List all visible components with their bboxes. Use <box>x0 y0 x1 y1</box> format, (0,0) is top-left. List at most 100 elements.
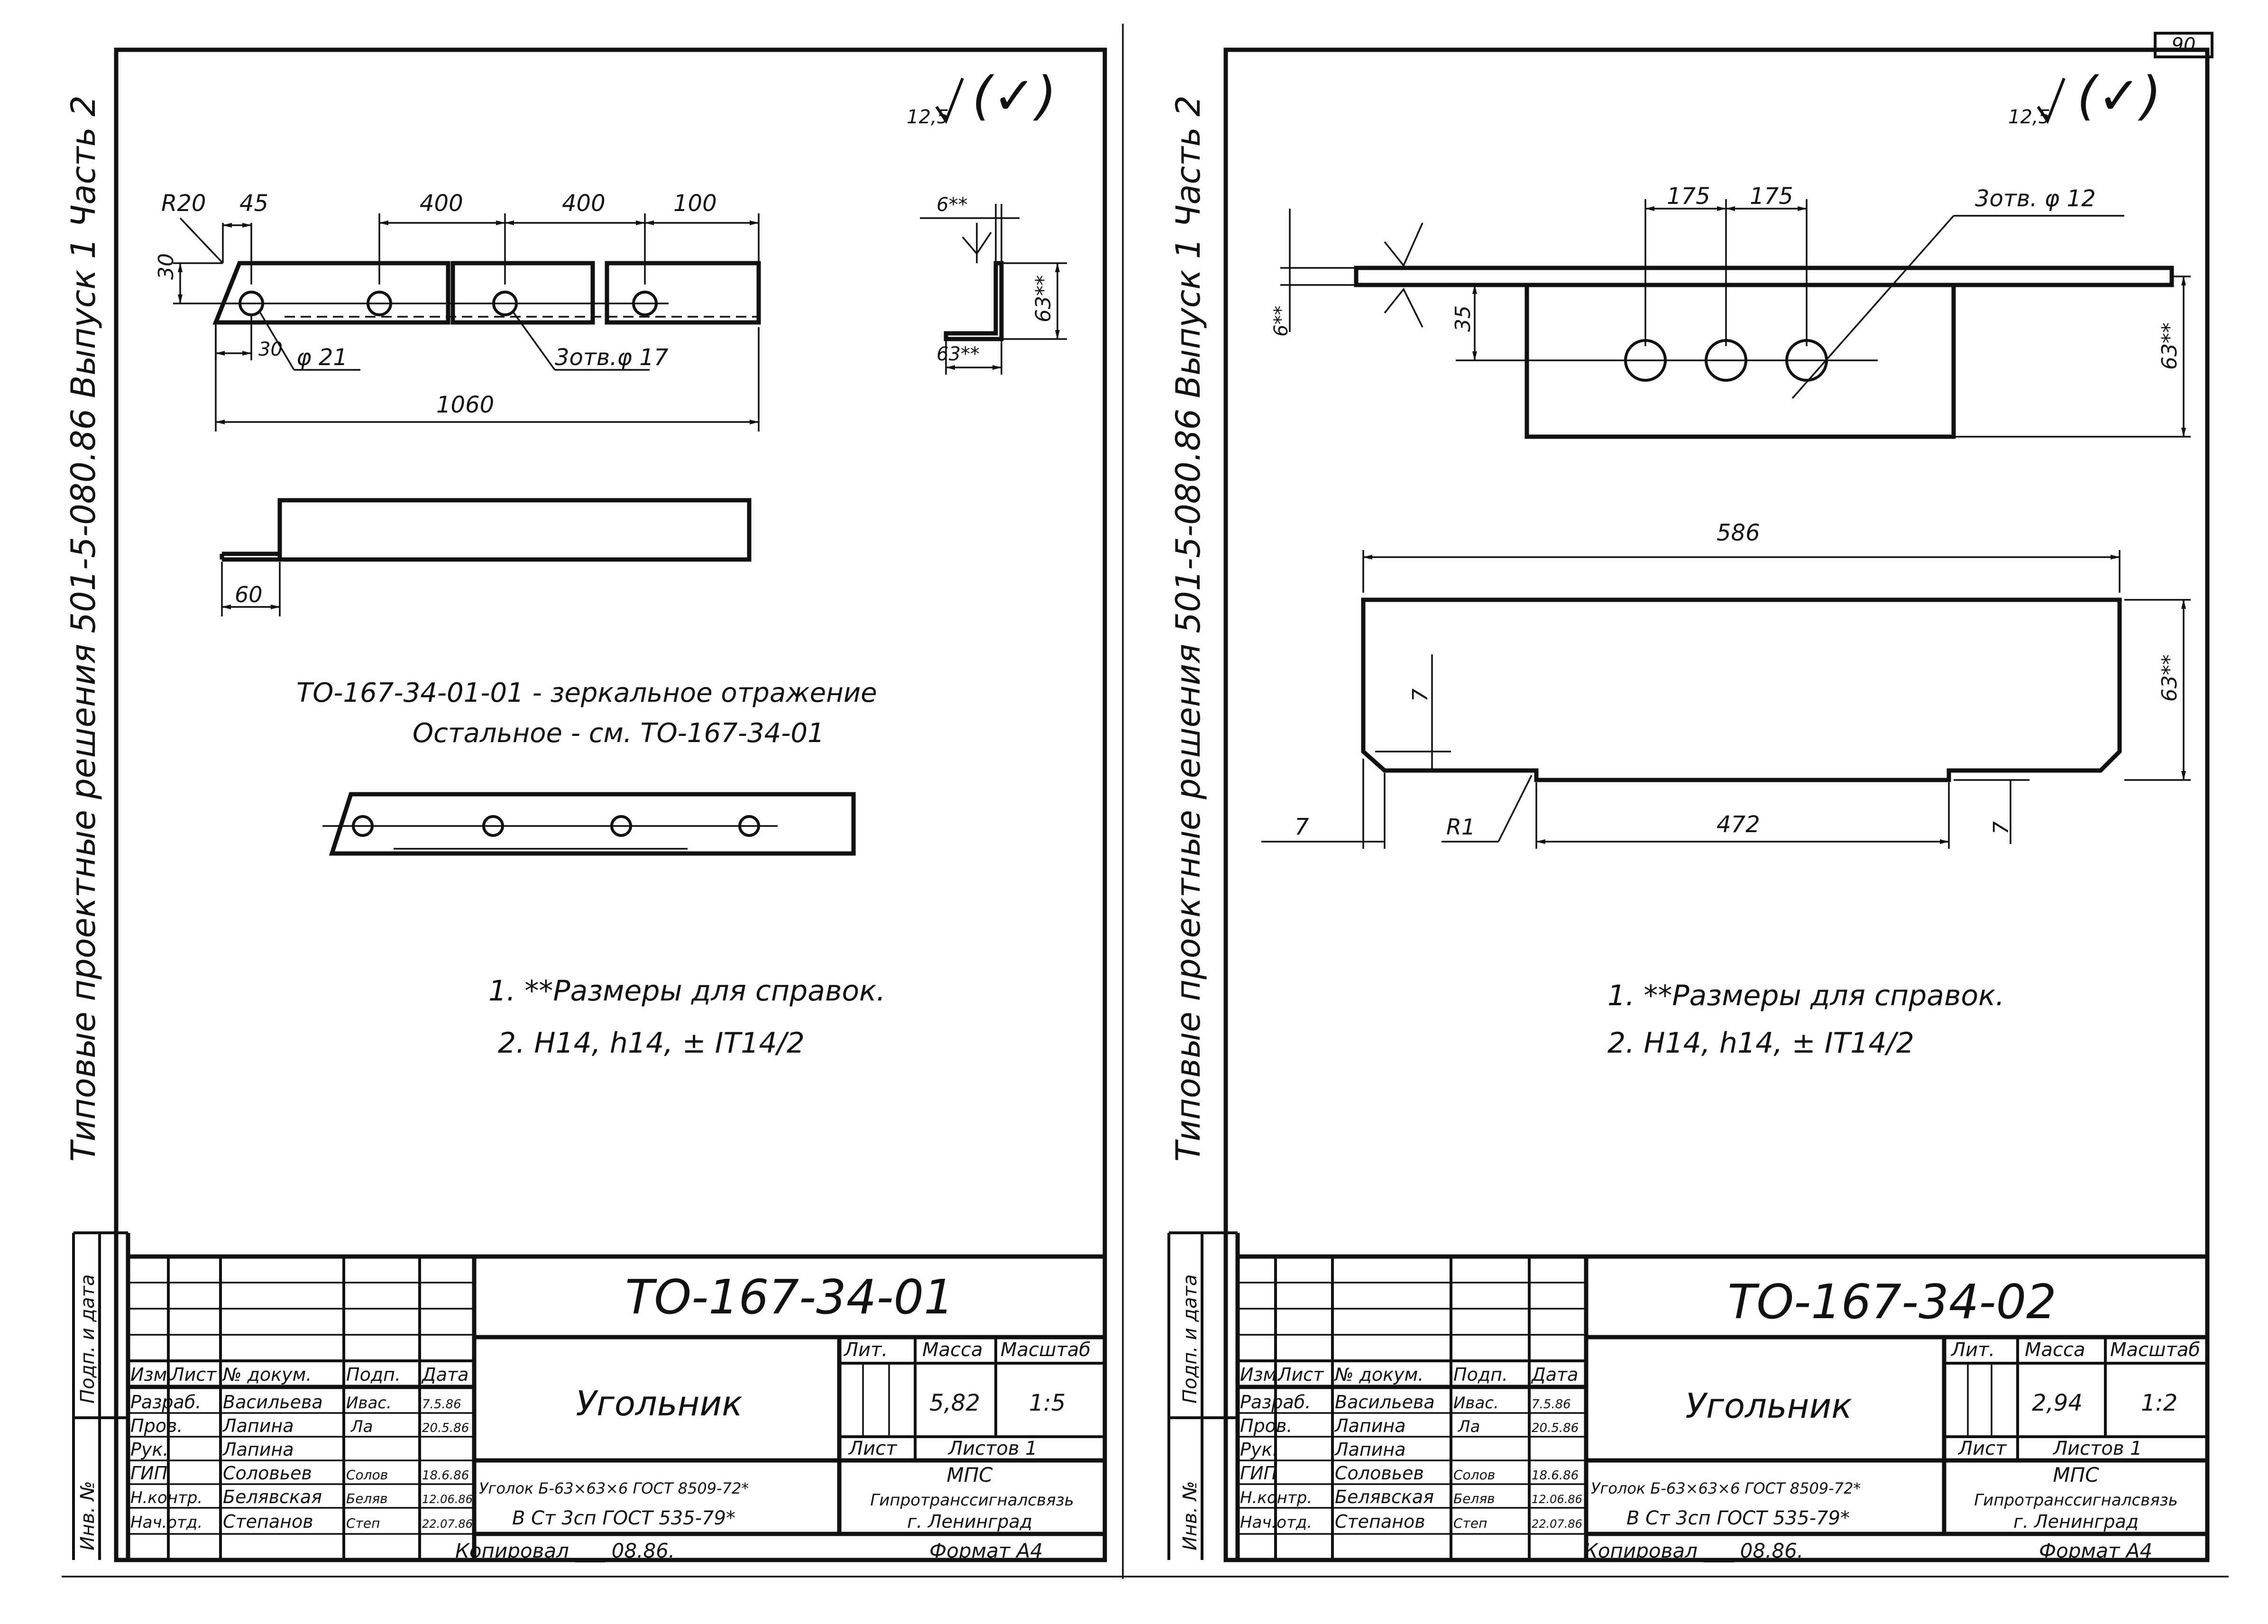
dim-400a: 400 <box>420 190 463 217</box>
rev-hdr-list: Лист <box>170 1364 217 1385</box>
material-2: В Ст 3сп ГОСТ 535-79* <box>512 1507 735 1529</box>
row-date: 7.5.86 <box>1532 1397 1571 1412</box>
page-number: 90 <box>2172 34 2196 56</box>
note-1: 1. **Размеры для справок. <box>488 974 885 1008</box>
dim-r1: R1 <box>1446 814 1475 840</box>
sheet-2-roughness: 12,5 (✓) <box>2008 65 2161 128</box>
org-3: г. Ленинград <box>907 1511 1032 1532</box>
dim-63a: 63** <box>2158 322 2182 370</box>
sheet-2-side-label: Типовые проектные решения 501-5-080.86 В… <box>1169 95 1208 1162</box>
row-role: ГИП <box>130 1463 167 1484</box>
row-name: Белявская <box>223 1486 322 1507</box>
rev-hdr-izm: Изм. <box>130 1364 173 1385</box>
sheet-1-top-view: R20 45 400 400 100 30 30 φ 21 3отв.φ 17 <box>154 190 761 431</box>
sheet-1-roughness: 12,5 (✓) <box>907 65 1056 128</box>
mass-label: Масса <box>2025 1339 2085 1361</box>
row-sign: Солов <box>1453 1467 1495 1483</box>
rev-hdr-sign: Подп. <box>346 1364 401 1385</box>
row-name: Васильева <box>1335 1392 1435 1413</box>
row-date: 20.5.86 <box>422 1421 469 1435</box>
doc-code: ТО-167-34-01 <box>625 1269 954 1325</box>
row-name: Лапина <box>1334 1439 1406 1460</box>
lit-label: Лит. <box>1950 1339 1995 1361</box>
sheet-2-frame <box>1223 47 2210 1562</box>
rev-hdr-doc: № докум. <box>222 1364 312 1385</box>
doc-code: ТО-167-34-02 <box>1727 1274 2056 1330</box>
row-role: Разраб. <box>130 1392 201 1413</box>
row-sign: Ивас. <box>1453 1394 1499 1413</box>
dim-175a: 175 <box>1667 183 1710 210</box>
row-name: Степанов <box>1335 1511 1425 1532</box>
row-sign: Ивас. <box>346 1394 392 1413</box>
dim-30h: 30 <box>258 339 283 360</box>
sheet-label: Лист <box>848 1438 898 1459</box>
scale-value: 1:5 <box>1029 1390 1065 1416</box>
sheet-2: 12,5 (✓) Типовые проектные решения 501-5… <box>1167 47 2210 1562</box>
sheet-2-bottom-view: 586 63** 7 7 472 R1 7 <box>1261 520 2191 849</box>
format-label: Формат А4 <box>929 1539 1043 1562</box>
row-sign: Беляв <box>1453 1491 1495 1506</box>
dim-400b: 400 <box>562 190 606 217</box>
dim-60: 60 <box>235 582 263 607</box>
rev-hdr-izm: Изм. <box>1240 1364 1282 1385</box>
holes-note: 3отв. φ 12 <box>1975 185 2096 212</box>
mass-value: 5,82 <box>929 1390 980 1416</box>
dim-30v: 30 <box>154 253 178 280</box>
dim-7c: 7 <box>1989 821 2013 835</box>
row-name: Белявская <box>1335 1486 1434 1507</box>
org-3: г. Ленинград <box>2013 1511 2139 1532</box>
roughness-paren: (✓) <box>2077 65 2161 126</box>
dim-45: 45 <box>239 190 268 217</box>
mass-value: 2,94 <box>2032 1390 2083 1416</box>
stamp-inv-no: Инв. № <box>77 1481 99 1551</box>
side-label: Типовые проектные решения 501-5-080.86 В… <box>1169 95 1208 1162</box>
dim-100: 100 <box>673 190 717 217</box>
rev-hdr-list: Лист <box>1277 1364 1324 1385</box>
row-date: 7.5.86 <box>422 1397 461 1412</box>
roughness-paren: (✓) <box>972 65 1056 126</box>
org-2: Гипротранссигналсвязь <box>1974 1491 2178 1510</box>
dim-586: 586 <box>1717 520 1760 546</box>
holes-note: 3отв.φ 17 <box>555 344 669 371</box>
row-role: Рук. <box>1240 1439 1278 1460</box>
row-role: Пров. <box>130 1415 183 1436</box>
sheet-label: Лист <box>1957 1438 2007 1459</box>
dim-35: 35 <box>1451 305 1475 332</box>
copied-by: Копировал ___ 08.86. <box>455 1539 675 1562</box>
row-date: 22.07.86 <box>1532 1517 1582 1531</box>
section-dim-63v: 63** <box>1031 275 1056 322</box>
stamp-sign-date: Подп. и дата <box>77 1275 99 1404</box>
dim-63b: 63** <box>2158 654 2182 702</box>
rev-hdr-date: Дата <box>421 1364 468 1385</box>
note-2: 2. H14, h14, ± IT14/2 <box>1607 1027 1914 1060</box>
row-sign: Степ <box>346 1515 380 1531</box>
roughness-check-icon <box>2037 77 2066 124</box>
row-role: Н.контр. <box>130 1488 202 1507</box>
rev-hdr-sign: Подп. <box>1453 1364 1508 1385</box>
sheets-label: Листов 1 <box>947 1438 1038 1459</box>
sheet-1: 12,5 (✓) Типовые проектные решения 501-5… <box>64 47 1107 1562</box>
copied-by: Копировал ___ 08.86. <box>1584 1539 1803 1562</box>
material-1: Уголок Б-63×63×6 ГОСТ 8509-72* <box>479 1479 749 1497</box>
row-date: 12.06.86 <box>1532 1493 1582 1506</box>
row-role: Рук. <box>130 1439 168 1460</box>
page-number-box: 90 <box>2154 32 2213 58</box>
row-name: Соловьев <box>223 1463 312 1484</box>
mirror-note-2: Остальное - см. ТО-167-34-01 <box>413 718 825 749</box>
dim-472: 472 <box>1717 811 1760 838</box>
hole-dia-21: φ 21 <box>296 344 348 371</box>
row-name: Лапина <box>222 1439 294 1460</box>
row-name: Лапина <box>1334 1415 1406 1436</box>
note-1: 1. **Размеры для справок. <box>1607 979 2004 1012</box>
roughness-check-icon <box>935 77 964 124</box>
dim-7b: 7 <box>1295 814 1309 840</box>
row-role: Н.контр. <box>1240 1488 1312 1507</box>
mirror-note-1: ТО-167-34-01-01 - зеркальное отражение <box>296 678 877 708</box>
part-title: Угольник <box>576 1384 743 1423</box>
sheet-1-title-block: Подп. и дата Инв. № Изм. Лист № докум. <box>72 1231 1105 1562</box>
row-date: 18.6.86 <box>1532 1468 1579 1483</box>
row-name: Васильева <box>223 1392 323 1413</box>
material-1: Уголок Б-63×63×6 ГОСТ 8509-72* <box>1591 1479 1861 1497</box>
format-label: Формат А4 <box>2039 1539 2152 1562</box>
stamp-inv-no: Инв. № <box>1179 1481 1201 1551</box>
